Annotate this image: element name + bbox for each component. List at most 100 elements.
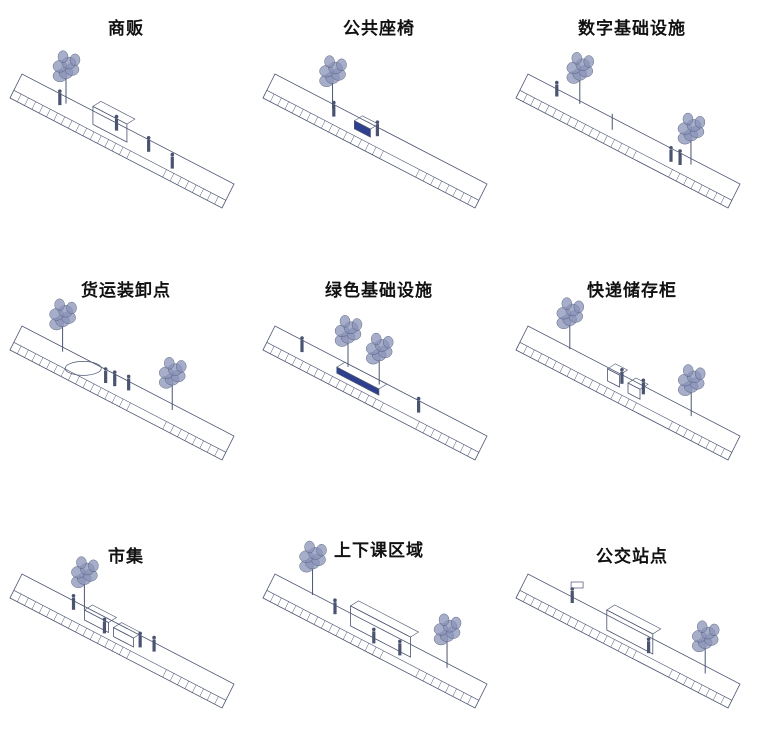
- paving-stripe: [221, 452, 227, 461]
- paving-stripe: [523, 345, 528, 354]
- structure-box: [354, 120, 371, 138]
- person-figure: [647, 641, 651, 654]
- tree-foliage: [696, 620, 708, 633]
- paving-stripe: [9, 590, 15, 599]
- paving-stripe: [357, 391, 362, 400]
- curb-line: [519, 90, 732, 201]
- paving-stripe: [291, 105, 297, 114]
- paving-stripe: [82, 628, 87, 636]
- paving-stripe: [277, 97, 282, 106]
- paving-stripe: [126, 150, 131, 159]
- paving-stripe: [712, 192, 718, 201]
- paving-stripe: [221, 200, 227, 209]
- tree-foliage: [176, 360, 187, 373]
- paving-stripe: [415, 421, 420, 430]
- paving-stripe: [459, 192, 465, 201]
- paving-stripe: [82, 380, 87, 388]
- structure-roof: [83, 604, 118, 623]
- paving-stripe: [177, 677, 182, 686]
- paving-stripe: [452, 188, 457, 197]
- paving-stripe: [284, 601, 289, 610]
- paving-stripe: [306, 364, 311, 373]
- paving-stripe: [321, 120, 326, 129]
- person-head: [620, 368, 624, 372]
- street-outline: [9, 573, 235, 709]
- person-figure: [147, 139, 151, 152]
- structure-roof: [336, 361, 388, 390]
- street-outline: [515, 325, 741, 461]
- paving-stripe: [277, 349, 282, 358]
- paving-stripe: [192, 436, 197, 445]
- panel-public-benches: 公共座椅: [253, 0, 505, 250]
- person-figure: [332, 104, 336, 117]
- paving-stripe: [9, 90, 15, 99]
- paving-stripe: [357, 139, 362, 148]
- tree-foliage: [54, 298, 65, 311]
- paving-stripe: [603, 635, 608, 644]
- paving-stripe: [632, 650, 637, 659]
- paving-stripe: [430, 177, 435, 186]
- street-illustration: [262, 55, 488, 209]
- paving-stripe: [727, 700, 733, 709]
- paving-stripe: [321, 372, 326, 381]
- paving-stripe: [379, 150, 384, 159]
- paving-stripe: [97, 635, 102, 644]
- paving-stripe: [31, 353, 36, 362]
- paving-stripe: [31, 601, 36, 610]
- paving-stripe: [537, 353, 542, 362]
- paving-stripe: [452, 688, 457, 697]
- paving-stripe: [581, 376, 586, 385]
- tree-foliage: [382, 336, 394, 349]
- tree-foliage: [164, 356, 175, 370]
- paving-stripe: [214, 196, 219, 205]
- paving-stripe: [68, 620, 73, 629]
- street-illustration: [515, 52, 741, 209]
- paving-stripe: [75, 376, 80, 385]
- paving-stripe: [199, 188, 204, 197]
- paving-stripe: [206, 192, 212, 201]
- person-figure: [102, 621, 107, 634]
- paving-stripe: [68, 120, 73, 129]
- paving-stripe: [214, 448, 219, 457]
- paving-stripe: [566, 368, 572, 377]
- paving-stripe: [162, 421, 167, 430]
- person-head: [416, 396, 421, 401]
- paving-stripe: [595, 631, 601, 640]
- paving-stripe: [617, 643, 623, 652]
- paving-stripe: [97, 387, 102, 396]
- tree-foliage: [573, 300, 585, 313]
- panel-title: 商贩: [108, 19, 144, 39]
- paving-stripe: [38, 605, 44, 614]
- paving-stripe: [350, 135, 355, 144]
- paving-stripe: [89, 383, 95, 392]
- paving-stripe: [690, 432, 695, 441]
- paving-stripe: [53, 112, 58, 121]
- paving-stripe: [306, 612, 311, 621]
- paving-stripe: [544, 605, 550, 614]
- paving-stripe: [162, 169, 167, 178]
- paving-stripe: [625, 398, 630, 407]
- paving-stripe: [38, 357, 44, 366]
- paving-stripe: [372, 646, 377, 655]
- paving-stripe: [177, 429, 182, 438]
- person-head: [112, 370, 117, 374]
- paving-stripe: [38, 105, 44, 114]
- paving-stripe: [683, 429, 688, 438]
- street-illustration: [262, 315, 488, 461]
- tree-foliage: [88, 559, 99, 572]
- street-illustration: [9, 556, 235, 709]
- paving-stripe: [321, 620, 326, 629]
- paving-stripe: [328, 376, 333, 385]
- paving-stripe: [537, 601, 542, 610]
- street-outline: [515, 73, 741, 209]
- panel-title: 货运装卸点: [81, 281, 171, 301]
- paving-stripe: [552, 109, 557, 118]
- paving-stripe: [445, 684, 450, 693]
- paving-stripe: [617, 395, 623, 404]
- paving-stripe: [119, 646, 124, 655]
- tree-foliage: [694, 115, 706, 129]
- person-figure: [71, 597, 76, 610]
- paving-stripe: [192, 184, 197, 193]
- paving-stripe: [574, 620, 579, 629]
